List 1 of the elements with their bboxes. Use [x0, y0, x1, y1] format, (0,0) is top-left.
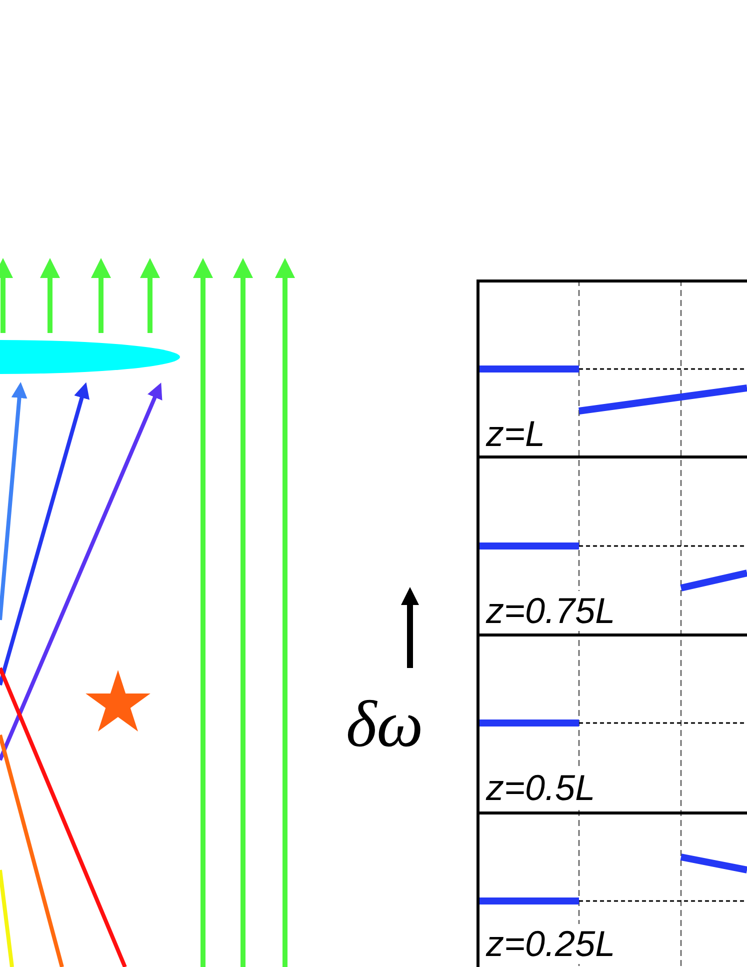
axis-label: δω — [346, 690, 424, 760]
